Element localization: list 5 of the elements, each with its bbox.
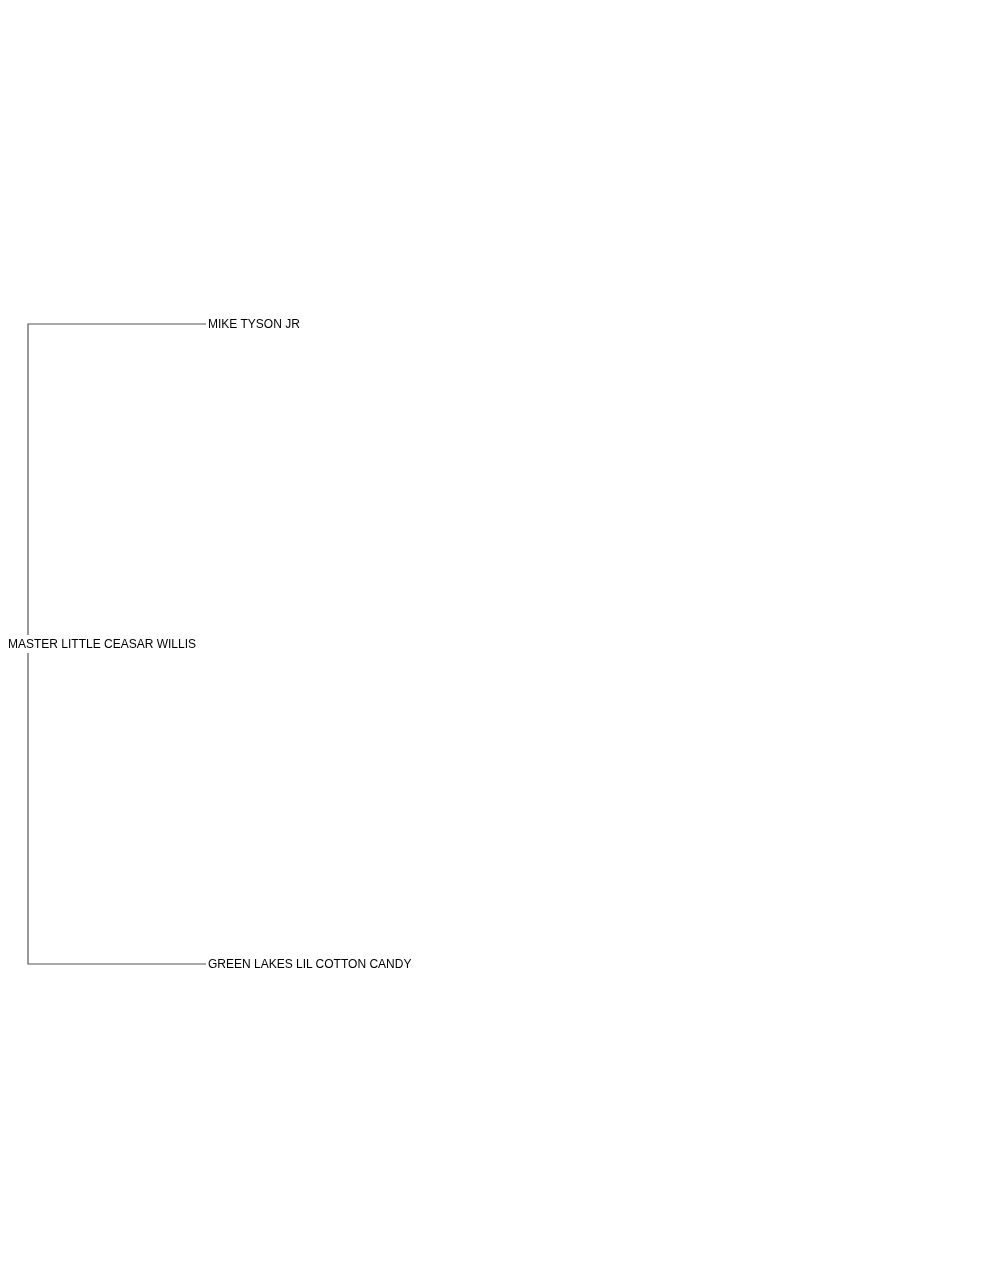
name-text: GREEN LAKES LIL COTTON CANDY — [208, 957, 412, 971]
name-text: MASTER LITTLE CEASAR WILLIS — [8, 637, 197, 651]
connector-line — [27, 652, 207, 965]
name-text: MIKE TYSON JR — [208, 317, 300, 331]
connector-line — [27, 323, 207, 636]
